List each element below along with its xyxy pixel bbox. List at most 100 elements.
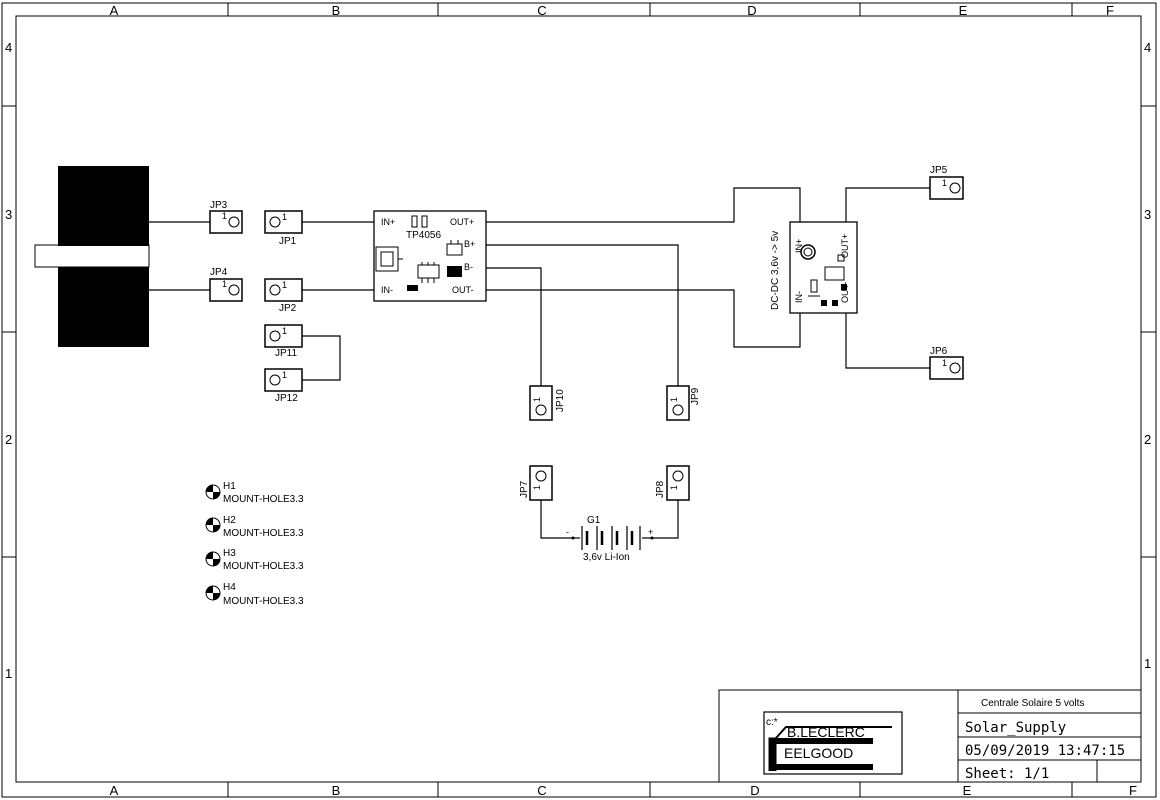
converter-out-minus: OUT-: [840, 281, 850, 303]
connector-jp12[interactable]: 1 JP12: [264, 368, 303, 404]
connector-jp11[interactable]: 1 JP11: [264, 324, 303, 359]
col-label-a-bottom: A: [110, 783, 119, 798]
project-name: Solar_Supply: [965, 720, 1066, 736]
jp3-pin-label: 1: [222, 211, 227, 221]
charger-in-minus: IN-: [381, 285, 393, 295]
wires: [149, 187, 930, 539]
connector-jp7[interactable]: 1 JP7: [519, 465, 553, 501]
connector-jp10[interactable]: 1 JP10: [529, 385, 566, 421]
mounting-hole-h4[interactable]: H4 MOUNT-HOLE3.3: [205, 582, 304, 607]
battery-g1[interactable]: G1 3,6v Li-Ion - +: [566, 515, 655, 563]
logo-name: B.LECLERC: [787, 724, 865, 740]
jp8-ref: JP8: [655, 480, 666, 498]
solar-panel[interactable]: [34, 166, 150, 347]
battery-minus-sign: -: [566, 527, 569, 537]
col-label-a-top: A: [110, 3, 119, 18]
h3-value: MOUNT-HOLE3.3: [223, 561, 304, 572]
row-label-3-right: 3: [1144, 207, 1151, 222]
h2-value: MOUNT-HOLE3.3: [223, 528, 304, 539]
charger-b-minus: B-: [464, 262, 473, 272]
charger-module[interactable]: IN+ IN- OUT+ OUT- B+ B- TP4056: [373, 210, 487, 302]
battery-ref: G1: [587, 515, 601, 526]
connector-jp4[interactable]: 1 JP4: [209, 267, 243, 302]
dc-dc-converter[interactable]: DC-DC 3,6v -> 5v IN+ IN- OUT+ OUT-: [770, 221, 858, 314]
jp4-pin-label: 1: [222, 279, 227, 289]
battery-plus-sign: +: [648, 527, 653, 537]
logo-prefix: c:*: [766, 717, 778, 728]
jp7-pin-label: 1: [532, 485, 542, 490]
h4-ref: H4: [223, 582, 236, 593]
charger-b-plus: B+: [464, 239, 475, 249]
jp9-ref: JP9: [690, 387, 701, 405]
charger-name: TP4056: [406, 230, 441, 241]
col-label-c-top: C: [537, 3, 546, 18]
battery-value: 3,6v Li-Ion: [583, 552, 630, 563]
h1-value: MOUNT-HOLE3.3: [223, 494, 304, 505]
converter-out-plus: OUT+: [840, 234, 850, 258]
charger-in-plus: IN+: [381, 217, 395, 227]
connector-jp6[interactable]: 1 JP6: [929, 346, 964, 380]
mounting-hole-h3[interactable]: H3 MOUNT-HOLE3.3: [205, 548, 304, 572]
col-label-e-bottom: E: [963, 783, 972, 798]
jp11-ref: JP11: [275, 348, 297, 359]
jp7-ref: JP7: [519, 480, 530, 498]
converter-in-plus: IN+: [794, 239, 804, 253]
jp6-pin-label: 1: [942, 358, 947, 368]
col-label-f-top: F: [1106, 3, 1114, 18]
connector-jp8[interactable]: 1 JP8: [655, 465, 690, 501]
h3-ref: H3: [223, 548, 236, 559]
jp1-ref: JP1: [279, 236, 297, 247]
col-label-c-bottom: C: [537, 783, 546, 798]
h4-value: MOUNT-HOLE3.3: [223, 596, 304, 607]
row-label-1-left: 1: [5, 666, 12, 681]
charger-out-minus: OUT-: [452, 285, 474, 295]
row-label-1-right: 1: [1144, 656, 1151, 671]
jp8-pin-label: 1: [669, 485, 679, 490]
title-block: c:* B.LECLERC EELGOOD Centrale Solaire 5…: [718, 689, 1142, 783]
connector-jp3[interactable]: 1 JP3: [209, 200, 243, 234]
charger-out-plus: OUT+: [450, 217, 474, 227]
h2-ref: H2: [223, 515, 236, 526]
jp12-ref: JP12: [275, 393, 298, 404]
project-timestamp: 05/09/2019 13:47:15: [965, 743, 1125, 759]
col-label-b-top: B: [332, 3, 341, 18]
connector-jp1[interactable]: 1 JP1: [264, 210, 303, 247]
jp6-ref: JP6: [930, 346, 948, 357]
jp12-pin-label: 1: [282, 370, 287, 380]
project-description: Centrale Solaire 5 volts: [981, 698, 1084, 709]
jp1-pin-label: 1: [282, 212, 287, 222]
jp10-ref: JP10: [555, 389, 566, 412]
jp2-ref: JP2: [279, 303, 297, 314]
row-label-4-left: 4: [5, 40, 12, 55]
connector-jp2[interactable]: 1 JP2: [264, 278, 303, 314]
company-logo: c:* B.LECLERC EELGOOD: [763, 711, 903, 775]
logo-company: EELGOOD: [784, 745, 853, 761]
jp11-pin-label: 1: [282, 326, 287, 336]
sheet-number: Sheet: 1/1: [965, 766, 1049, 782]
jp10-pin-label: 1: [532, 397, 542, 402]
jp2-pin-label: 1: [282, 280, 287, 290]
jp9-pin-label: 1: [669, 397, 679, 402]
converter-label: DC-DC 3,6v -> 5v: [770, 231, 781, 310]
col-label-d-bottom: D: [750, 783, 759, 798]
h1-ref: H1: [223, 481, 236, 492]
col-label-e-top: E: [959, 3, 968, 18]
row-label-2-left: 2: [5, 432, 12, 447]
converter-in-minus: IN-: [794, 291, 804, 303]
col-label-f-bottom: F: [1129, 783, 1137, 798]
col-label-d-top: D: [747, 3, 756, 18]
mounting-hole-h1[interactable]: H1 MOUNT-HOLE3.3: [205, 481, 304, 505]
row-label-2-right: 2: [1144, 432, 1151, 447]
jp5-pin-label: 1: [942, 178, 947, 188]
row-label-4-right: 4: [1144, 40, 1151, 55]
mounting-hole-h2[interactable]: H2 MOUNT-HOLE3.3: [205, 515, 304, 539]
connector-jp5[interactable]: 1 JP5: [929, 165, 964, 200]
row-label-3-left: 3: [5, 207, 12, 222]
jp3-ref: JP3: [210, 200, 228, 211]
jp4-ref: JP4: [210, 267, 228, 278]
connector-jp9[interactable]: 1 JP9: [666, 385, 701, 421]
jp5-ref: JP5: [930, 165, 948, 176]
col-label-b-bottom: B: [332, 783, 341, 798]
